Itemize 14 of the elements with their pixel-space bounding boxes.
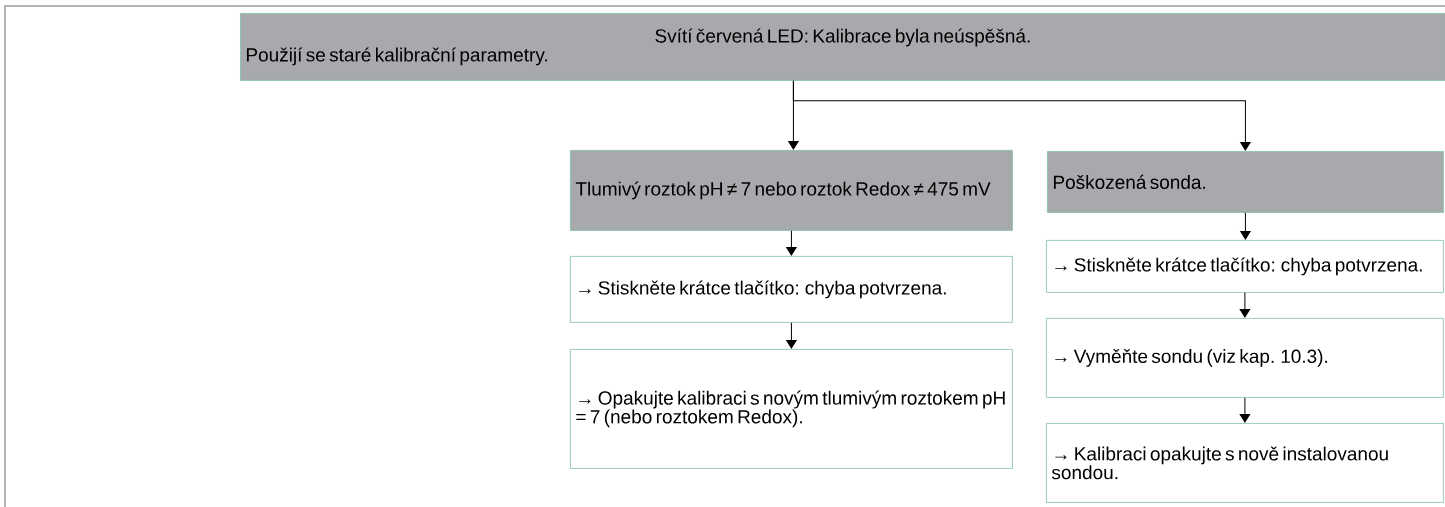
arrow <box>786 230 797 256</box>
status-box: Svítí červená LED: Kalibrace byla neúspěšná. Použijí se staré kalibrační parametry. <box>240 13 1445 81</box>
arrow <box>1240 212 1251 240</box>
status-box: Tlumivý roztok pH ≠ 7 nebo roztok Redox ≠ 475 mV <box>570 150 1013 231</box>
step-box: → Stiskněte krátce tlačítko: chyba potvrzena. <box>570 256 1013 323</box>
step-box: → Kalibraci opakujte s nově instalovanou sondou. <box>1046 423 1444 503</box>
step-box: → Opakujte kalibraci s novým tlumivým roztokem pH = 7 (nebo roztokem Redox). <box>570 349 1013 469</box>
step-box: → Stiskněte krátce tlačítko: chyba potvrzena. <box>1046 240 1444 293</box>
arrow <box>1239 292 1251 318</box>
arrow <box>1239 397 1251 423</box>
arrow <box>786 322 797 349</box>
status-box: Poškozená sonda. <box>1047 151 1444 213</box>
step-box: → Vyměňte sondu (viz kap. 10.3). <box>1046 318 1444 398</box>
arrow <box>792 80 1251 151</box>
